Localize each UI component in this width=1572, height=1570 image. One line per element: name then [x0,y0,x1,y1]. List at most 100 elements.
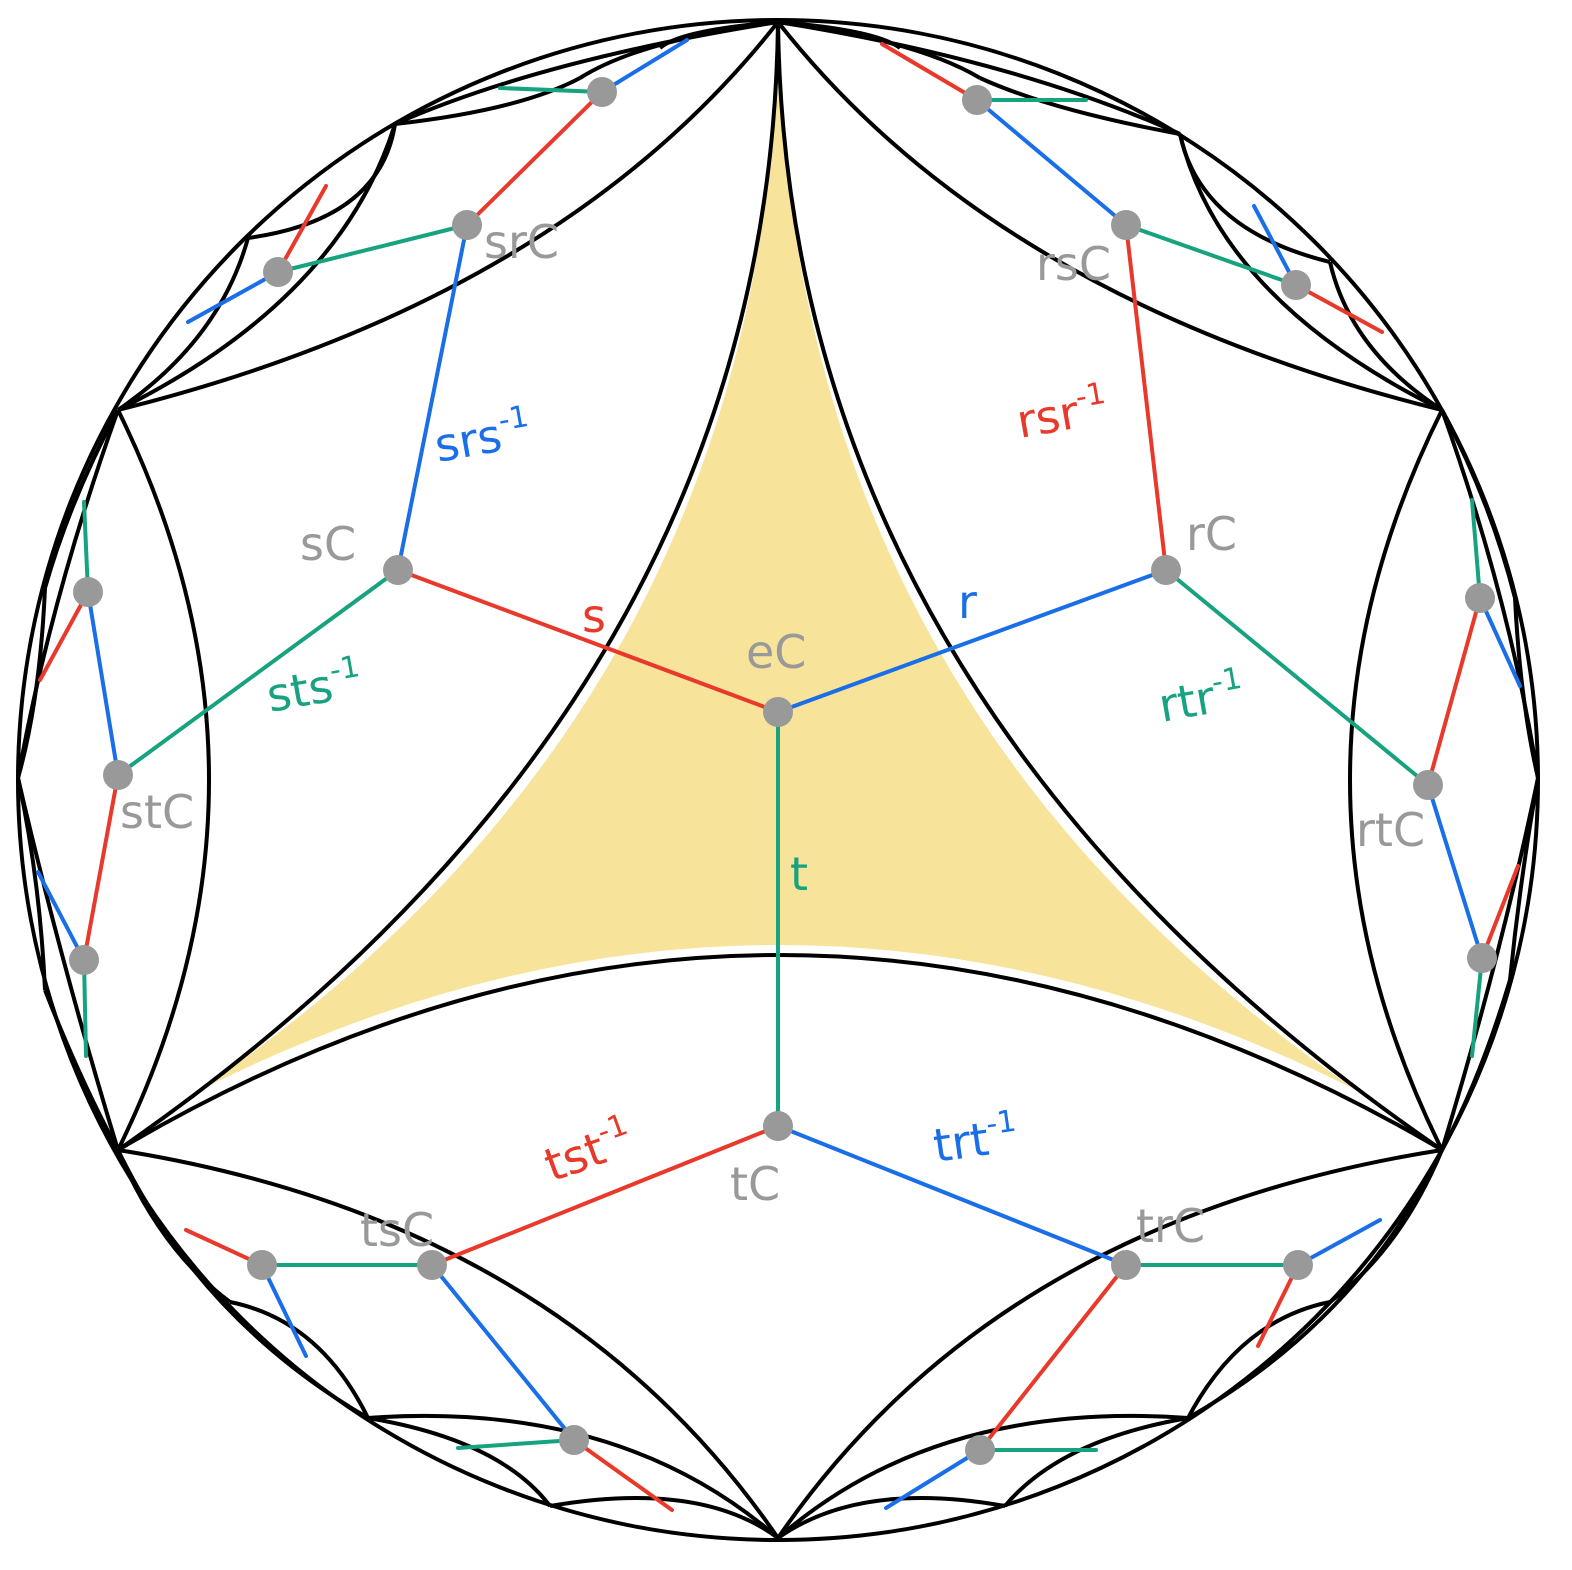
geodesic-bottom-left [117,1148,780,1540]
node-eC [763,697,793,727]
label-rtr-base: rtr [1155,670,1219,733]
label-trt: trt-1 [929,1104,1021,1173]
geodesic-i1 [777,20,982,80]
edge-stb-1 [36,870,86,962]
label-rsC: rsC [1036,237,1111,291]
node-rsC [1111,210,1141,240]
geodesic-h1 [247,123,397,240]
edge-s-st [116,568,400,777]
geodesic-f1 [1187,1149,1444,1420]
edge-sra-2 [600,38,689,94]
node-labels: eC sC rC tC srC rsC stC rtC tsC trC [120,215,1425,1257]
node-tC [763,1111,793,1141]
geodesic-p1 [367,1416,552,1508]
label-srs-exp: -1 [496,399,532,439]
edge-rtb-2 [1470,956,1484,1058]
edge-tra-2 [1256,1263,1300,1348]
geodesic-p2 [549,1495,780,1540]
node-rC [1151,555,1181,585]
edge-tra-1 [1296,1218,1382,1267]
node-srb [263,257,293,287]
node-stC [103,760,133,790]
label-rtr: rtr-1 [1154,661,1249,733]
geodesic-e2 [367,1413,780,1540]
label-trt-base: trt [930,1112,992,1173]
label-trC: trC [1136,1199,1205,1253]
label-rtC: rtC [1356,803,1425,857]
edge-sta-1 [82,500,90,594]
edge-tsb-1 [456,1438,576,1450]
edge-stb-2 [82,958,88,1058]
geodesic-g2 [394,76,581,126]
node-stb [69,945,99,975]
label-rsr: rsr-1 [1012,376,1112,449]
geodesic-g1 [578,20,779,80]
node-rsa [962,85,992,115]
geodesic-main-left [116,21,780,1152]
geodesic-u1 [1003,1416,1189,1508]
geodesic-bottom-right [776,1148,1443,1540]
label-edge-s: s [582,589,606,643]
node-tra [1283,1250,1313,1280]
geodesic-l1 [16,777,47,991]
edge-sr-b [276,223,469,274]
edge-t-ts [430,1124,780,1267]
geodesic-i3 [777,20,902,50]
geodesic-l2 [43,989,120,1151]
node-trC [1111,1250,1141,1280]
geodesic-m1 [1440,409,1517,599]
geodesic-q1 [1328,1149,1444,1304]
geodesic-g3 [658,20,779,50]
edge-sra-1 [498,86,604,94]
label-trt-exp: -1 [984,1104,1019,1143]
geodesic-e1 [116,1149,370,1420]
edge-trb-2 [884,1448,982,1510]
edge-rs-b [1124,223,1298,287]
edge-st-a [86,590,120,777]
label-srs-base: srs [431,408,506,473]
edge-rta-1 [1470,498,1482,600]
edge-ts-b [430,1263,576,1442]
geodesic-j1 [1178,133,1331,264]
node-trb [965,1435,995,1465]
node-tsC [417,1250,447,1280]
label-srC: srC [484,215,559,269]
edge-rt-b [1426,783,1484,960]
label-edge-t: t [790,847,808,901]
edge-rt-a [1426,596,1482,787]
geodesic-o2 [229,1300,370,1419]
geodesic-top-left [117,20,780,412]
node-rta [1465,583,1495,613]
geodesic-u2 [776,1495,1006,1540]
geodesic-q2 [1186,1300,1331,1419]
edge-r-rt [1164,568,1430,787]
geodesic-j2 [1328,261,1444,412]
geodesic-h2 [116,237,250,412]
edge-rta-2 [1478,596,1522,688]
edge-s-sr [396,223,469,572]
geodesic-right [1348,409,1444,1151]
geodesic-o1 [116,1149,232,1304]
geodesic-a2 [117,123,397,412]
tiling-geodesics [16,18,1540,1542]
label-tst: tst-1 [536,1107,640,1192]
geodesic-main-right [776,21,1444,1152]
geodesic-n2 [1440,979,1512,1151]
geodesic-k2 [16,587,47,779]
edge-r-rs [1124,223,1168,572]
label-srs: srs-1 [430,399,535,473]
edge-tsb-2 [572,1438,674,1512]
node-rsb [1281,270,1311,300]
edge-tr-b [978,1263,1128,1452]
geodesic-c2 [16,777,120,1151]
node-tsb [559,1425,589,1455]
geodesic-n1 [1508,777,1540,981]
edge-tsa-2 [260,1263,308,1358]
label-tC: tC [730,1157,780,1211]
graph-nodes [69,77,1497,1465]
label-sts-base: sts [263,658,337,723]
edge-st-b [82,773,120,962]
edge-rtb-1 [1480,864,1520,960]
label-rsr-base: rsr [1013,385,1083,449]
